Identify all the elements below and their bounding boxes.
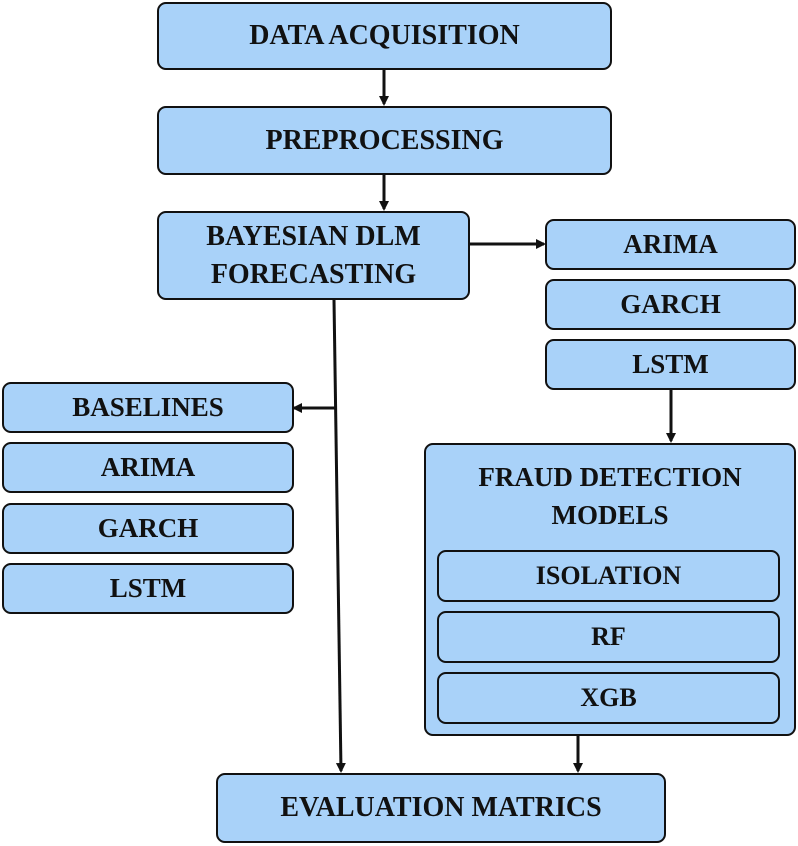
bayesian-dlm-box: BAYESIAN DLM FORECASTING — [157, 211, 470, 300]
baseline-lstm: LSTM — [2, 563, 294, 614]
right-model-garch: GARCH — [545, 279, 796, 330]
right-model-label: ARIMA — [623, 229, 718, 260]
fraud-model-label: XGB — [580, 683, 637, 713]
baseline-arima: ARIMA — [2, 442, 294, 493]
baseline-label: ARIMA — [100, 452, 196, 483]
right-model-label: LSTM — [632, 349, 709, 380]
baseline-label: LSTM — [109, 573, 187, 604]
fraud-model-xgb: XGB — [437, 672, 780, 724]
fraud-detection-title-line2: MODELS — [551, 499, 669, 530]
fraud-model-label: ISOLATION — [535, 561, 682, 591]
fraud-model-label: RF — [591, 622, 626, 652]
bayesian-dlm-label-line2: FORECASTING — [210, 258, 417, 290]
baseline-label: GARCH — [97, 513, 199, 544]
preprocessing-label: PREPROCESSING — [265, 124, 504, 156]
data-acquisition-label: DATA ACQUISITION — [249, 20, 520, 52]
baseline-garch: GARCH — [2, 503, 294, 554]
evaluation-box: EVALUATION MATRICS — [216, 773, 666, 843]
bayesian-dlm-label-line1: BAYESIAN DLM — [206, 220, 421, 252]
baselines-header-box: BASELINES — [2, 382, 294, 433]
right-model-arima: ARIMA — [545, 219, 796, 270]
fraud-detection-title-line1: FRAUD DETECTION — [478, 462, 742, 492]
data-acquisition-box: DATA ACQUISITION — [157, 2, 612, 70]
right-model-lstm: LSTM — [545, 339, 796, 390]
fraud-model-isolation: ISOLATION — [437, 550, 780, 602]
preprocessing-box: PREPROCESSING — [157, 106, 612, 175]
baselines-title: BASELINES — [72, 392, 224, 423]
fraud-detection-title: FRAUD DETECTION MODELS — [426, 459, 794, 535]
evaluation-label: EVALUATION MATRICS — [280, 792, 602, 824]
right-model-label: GARCH — [620, 289, 721, 320]
arrow-bayesian-trunk — [332, 299, 346, 773]
fraud-model-rf: RF — [437, 611, 780, 663]
